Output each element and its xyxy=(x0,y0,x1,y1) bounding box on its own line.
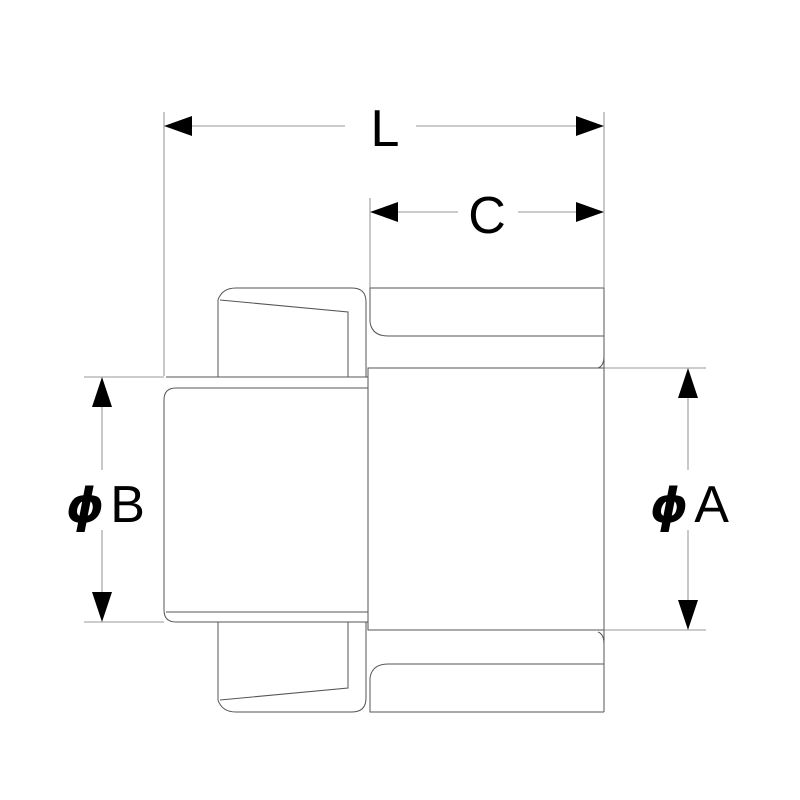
dim-a-phi-symbol: ϕ xyxy=(650,478,688,534)
dim-c-arrow-left xyxy=(370,202,398,222)
nut-top xyxy=(217,287,367,377)
dim-a-arrow-bottom xyxy=(678,600,698,630)
nut-top-taper xyxy=(219,299,349,377)
dim-l-arrow-right xyxy=(576,116,604,136)
dim-c-arrow-right xyxy=(576,202,604,222)
collar-top xyxy=(369,287,604,337)
collar-top-edge xyxy=(597,336,605,369)
nut-bottom xyxy=(217,622,367,713)
dim-c-label: C xyxy=(468,187,506,245)
extension-lines xyxy=(84,112,706,631)
dim-b-phi-symbol: ϕ xyxy=(66,478,104,534)
collar-bottom xyxy=(369,663,604,713)
dim-b-arrow-top xyxy=(92,377,112,407)
dim-b-arrow-bottom xyxy=(92,592,112,622)
body-section-a xyxy=(367,367,605,631)
dim-l-label: L xyxy=(371,100,400,158)
nut-bottom-taper xyxy=(219,622,349,701)
dim-a-arrow-top xyxy=(678,368,698,398)
part-outline xyxy=(163,287,605,713)
spigot-section-b xyxy=(163,387,368,623)
dim-l-arrow-left xyxy=(164,116,192,136)
dimension-l: L xyxy=(164,100,604,158)
dim-b-letter: B xyxy=(110,476,145,534)
dim-a-letter: A xyxy=(694,476,729,534)
dimension-c: C xyxy=(370,187,604,245)
collar-bottom-edge xyxy=(597,631,605,664)
